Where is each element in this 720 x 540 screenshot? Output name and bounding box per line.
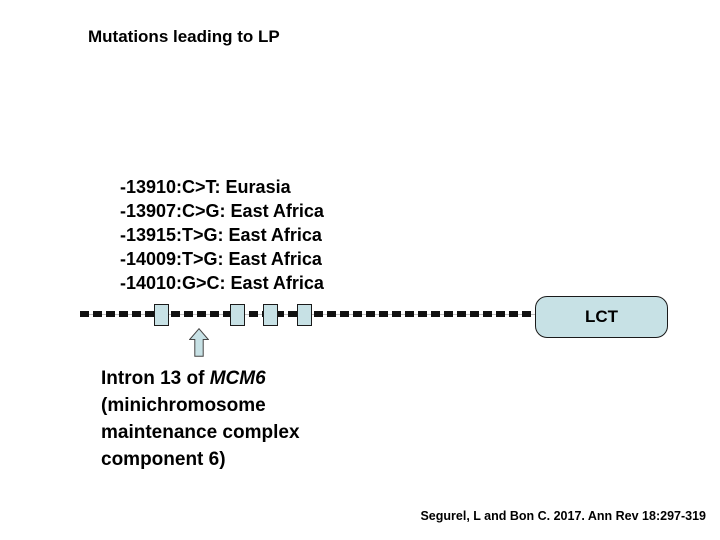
mutation-item: -13910:C>T: Eurasia — [120, 177, 291, 197]
up-arrow-icon — [189, 328, 209, 357]
intron-note-line: maintenance complex — [101, 422, 300, 443]
gene-name-italic: MCM6 — [209, 368, 266, 389]
exon-box — [154, 304, 169, 326]
exon-box — [263, 304, 278, 326]
mutation-item: -13915:T>G: East Africa — [120, 225, 322, 245]
mutation-item: -14009:T>G: East Africa — [120, 249, 322, 269]
citation-text: Segurel, L and Bon C. 2017. Ann Rev 18:2… — [420, 509, 706, 523]
slide-title: Mutations leading to LP — [88, 27, 280, 46]
intron-note-line: (minichromosome — [101, 395, 266, 416]
lct-gene-box: LCT — [535, 296, 668, 338]
exon-box — [230, 304, 245, 326]
intron-note-prefix: Intron 13 of — [101, 368, 210, 389]
mutation-item: -13907:C>G: East Africa — [120, 201, 324, 221]
mutation-list: -13910:C>T: Eurasia -13907:C>G: East Afr… — [120, 175, 324, 295]
intron-note-line: Intron 13 of MCM6 — [101, 365, 300, 392]
intron-note: Intron 13 of MCM6 (minichromosome mainte… — [101, 365, 300, 473]
lct-gene-label: LCT — [584, 307, 619, 326]
mutation-item: -14010:G>C: East Africa — [120, 273, 324, 293]
intron-note-line: component 6) — [101, 449, 226, 470]
exon-box — [297, 304, 312, 326]
